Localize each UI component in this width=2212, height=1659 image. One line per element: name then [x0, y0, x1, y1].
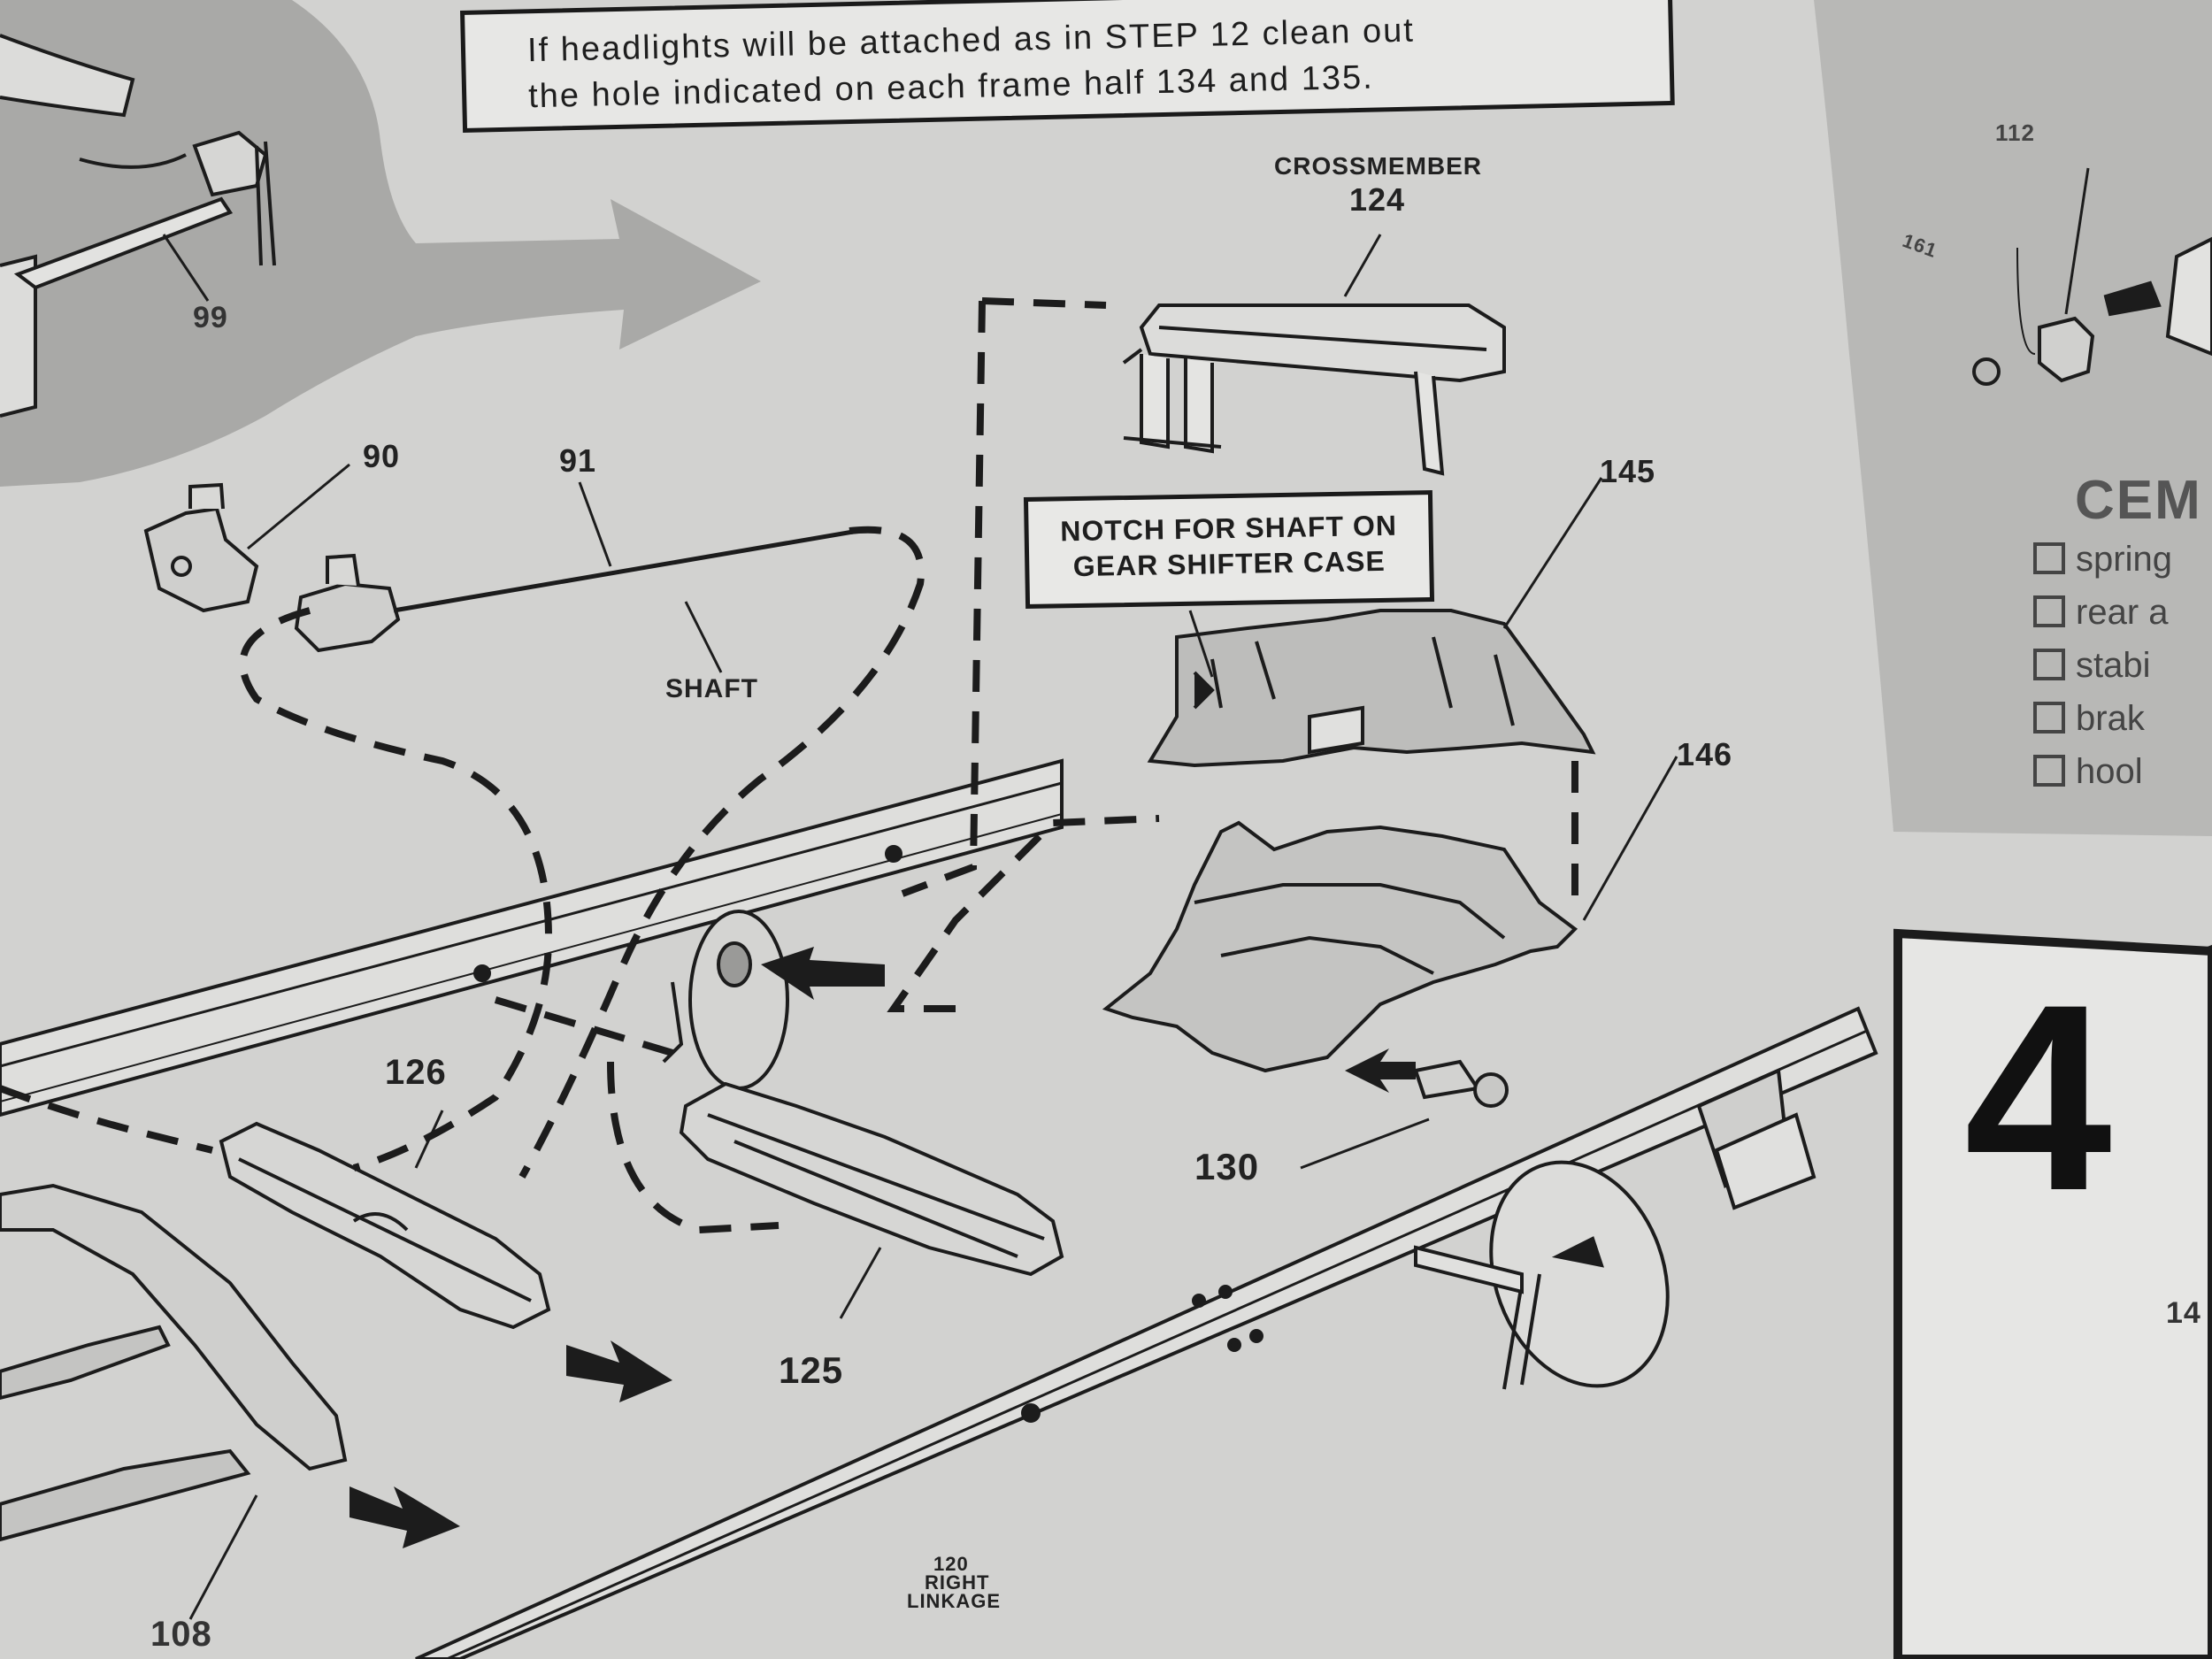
cement-item-1: spring — [2033, 540, 2172, 580]
leader-line-112 — [2064, 167, 2090, 315]
leader-line-146 — [1582, 756, 1678, 921]
leader-line-99 — [162, 234, 210, 302]
arrow-to-hub — [761, 947, 885, 1000]
callout-line-2: GEAR SHIFTER CASE — [1072, 544, 1386, 583]
checkbox-icon — [2033, 542, 2065, 574]
label-part-120-line2: LINKAGE — [907, 1590, 1001, 1612]
checkbox-icon — [2033, 649, 2065, 680]
crossmember-124-drawing — [1122, 303, 1506, 476]
label-part-125: 125 — [779, 1349, 844, 1391]
leader-line-145 — [1502, 477, 1603, 629]
cement-item-label: stabi — [2076, 646, 2151, 685]
label-part-112: 112 — [1995, 119, 2035, 146]
step-number: 4 — [1964, 949, 2113, 1246]
notch-callout-box: NOTCH FOR SHAFT ON GEAR SHIFTER CASE — [1023, 489, 1435, 610]
arrow-126 — [566, 1340, 672, 1402]
label-part-120-line1: RIGHT — [925, 1571, 990, 1594]
leader-line-108 — [188, 1494, 258, 1620]
cement-item-label: brak — [2076, 699, 2145, 738]
leader-line-91 — [578, 481, 612, 567]
direction-arrows — [349, 947, 1416, 1548]
leader-line-shaft — [684, 601, 723, 673]
front-axle-assembly-drawing — [0, 34, 276, 418]
part-90-drawing — [143, 482, 259, 613]
cement-heading: CEM — [2075, 470, 2202, 531]
label-part-108: 108 — [150, 1615, 212, 1654]
label-part-90: 90 — [363, 438, 401, 474]
cement-item-label: rear a — [2076, 593, 2169, 632]
crossmember-number: 124 — [1349, 181, 1406, 218]
checkbox-icon — [2033, 595, 2065, 627]
part-112-drawing — [1972, 236, 2212, 386]
part-126-drawing — [219, 1121, 551, 1330]
leader-line-125 — [839, 1247, 882, 1319]
oil-pan-146-drawing — [1102, 820, 1578, 1073]
cement-item-3: stabi — [2033, 646, 2151, 686]
cement-item-label: spring — [2076, 540, 2172, 579]
checkbox-icon — [2033, 755, 2065, 787]
leader-line-90 — [247, 463, 350, 550]
checkbox-icon — [2033, 702, 2065, 733]
leader-line-130 — [1300, 1118, 1430, 1170]
label-part-91: 91 — [559, 442, 597, 479]
assembly-dashed-paths — [0, 297, 1578, 1234]
label-part-99: 99 — [193, 301, 228, 334]
shaded-flow-region — [0, 0, 761, 487]
step-4-box — [1893, 928, 2212, 1659]
gear-shifter-case-145-drawing — [1147, 609, 1596, 768]
label-part-145: 145 — [1600, 453, 1656, 489]
label-part-146: 146 — [1677, 736, 1733, 772]
cement-item-5: hool — [2033, 752, 2143, 792]
part-108-drawing — [0, 1183, 348, 1542]
label-part-120-number: 120 — [933, 1553, 969, 1575]
cement-item-2: rear a — [2033, 593, 2169, 633]
right-frame-rail — [415, 944, 2212, 1659]
part-130-drawing — [1413, 1059, 1509, 1108]
cement-item-4: brak — [2033, 699, 2145, 739]
leader-line-notch — [1188, 610, 1214, 678]
label-part-130: 130 — [1194, 1146, 1260, 1187]
brake-drum-drawing — [662, 910, 789, 1090]
leader-line-124 — [1343, 234, 1382, 297]
arrow-to-pan — [1345, 1048, 1416, 1093]
arrow-108 — [349, 1486, 460, 1548]
part-125-drawing — [679, 1081, 1064, 1277]
cement-panel-bg — [1814, 0, 2212, 836]
crossmember-title: CROSSMEMBER — [1274, 152, 1483, 180]
label-part-126: 126 — [385, 1053, 447, 1092]
step-partial-label: 14 — [2166, 1296, 2201, 1330]
part-91-drawing — [294, 528, 859, 653]
cement-item-label: hool — [2076, 752, 2143, 791]
label-shaft: SHAFT — [665, 674, 758, 703]
left-frame-rail — [0, 758, 1064, 1118]
